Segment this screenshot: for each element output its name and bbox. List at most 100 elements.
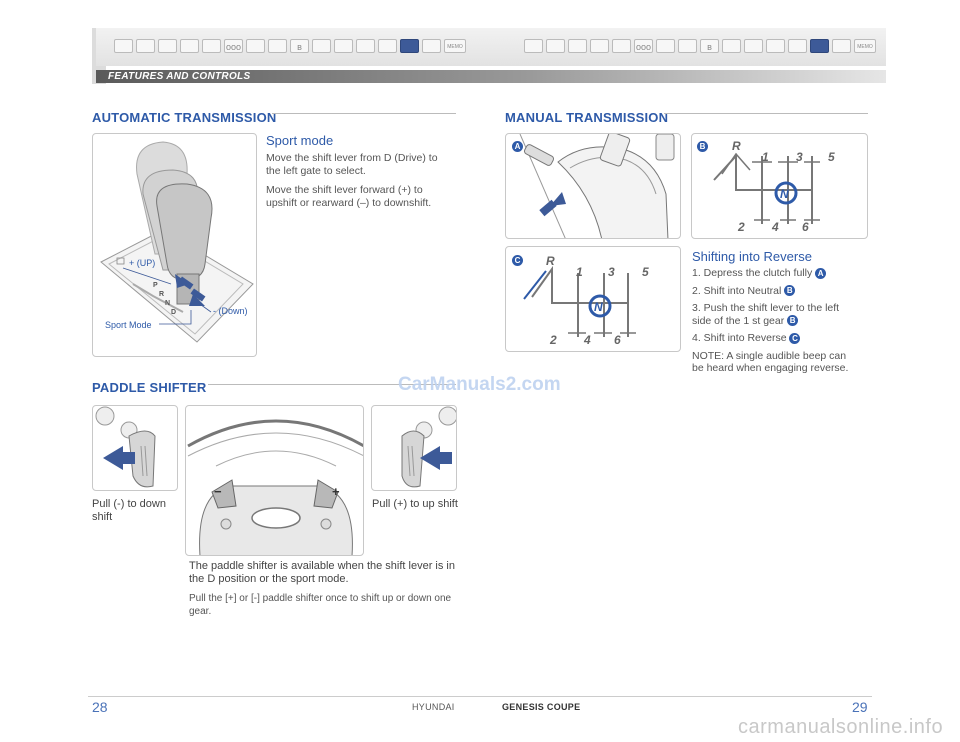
bluetooth-icon[interactable]: ʙ bbox=[700, 39, 719, 53]
clock-icon[interactable] bbox=[832, 39, 851, 53]
tire-icon[interactable] bbox=[656, 39, 675, 53]
gear-label-r: R bbox=[546, 254, 555, 268]
right-paddle-drawing bbox=[401, 406, 456, 488]
right-paddle-caption: Pull (+) to up shift bbox=[372, 498, 458, 510]
auto-trans-title: AUTOMATIC TRANSMISSION bbox=[92, 110, 277, 125]
reverse-step-1: 1. Depress the clutch fully A bbox=[692, 267, 852, 280]
wiper-icon[interactable] bbox=[312, 39, 331, 53]
section-band: FEATURES AND CONTROLS bbox=[96, 70, 886, 83]
shift-lever-drawing bbox=[100, 141, 254, 343]
gate-letter-p: P bbox=[153, 282, 158, 289]
shift-pattern-neutral-drawing: N bbox=[713, 152, 820, 224]
gear-label-3: 3 bbox=[608, 265, 615, 279]
gear-label-4: 4 bbox=[584, 333, 591, 347]
right-paddle-illustration bbox=[371, 405, 457, 491]
gate-letter-r: R bbox=[159, 291, 165, 298]
reverse-heading: Shifting into Reverse bbox=[692, 249, 812, 264]
plus-paddle-label: + bbox=[332, 484, 340, 499]
mirror-icon[interactable] bbox=[202, 39, 221, 53]
memo-icon[interactable]: MEMO bbox=[854, 39, 876, 53]
key-icon[interactable] bbox=[180, 39, 199, 53]
seat-icon[interactable] bbox=[546, 39, 565, 53]
left-paddle-illustration bbox=[92, 405, 178, 491]
vent-icon[interactable] bbox=[356, 39, 375, 53]
right-icon-nav: ooo ʙ MEMO bbox=[524, 39, 876, 53]
gear-label-r: R bbox=[732, 139, 741, 153]
vent-icon[interactable] bbox=[766, 39, 785, 53]
lamp-icon[interactable] bbox=[788, 39, 807, 53]
car-icon[interactable] bbox=[158, 39, 177, 53]
gauge-icon[interactable] bbox=[524, 39, 543, 53]
gear-label-4: 4 bbox=[772, 220, 779, 234]
reverse-step-4: 4. Shift into Reverse C bbox=[692, 332, 852, 345]
steering-wheel-drawing bbox=[187, 419, 363, 555]
page-number-left: 28 bbox=[92, 699, 108, 715]
car-icon[interactable] bbox=[568, 39, 587, 53]
minus-paddle-label: − bbox=[214, 484, 222, 499]
step-badge: B bbox=[784, 285, 796, 297]
wiper-icon[interactable] bbox=[722, 39, 741, 53]
tire-icon[interactable] bbox=[246, 39, 265, 53]
sport-mode-para-1: Move the shift lever from D (Drive) to t… bbox=[266, 152, 438, 177]
footer-brand: HYUNDAI bbox=[412, 702, 455, 712]
step-badge: C bbox=[789, 332, 801, 344]
manual-shift-icon[interactable] bbox=[810, 39, 829, 53]
display-icon[interactable] bbox=[612, 39, 631, 53]
gear-label-6: 6 bbox=[802, 220, 809, 234]
title-rule bbox=[208, 384, 456, 385]
gear-label-1: 1 bbox=[762, 150, 769, 164]
paddle-shifter-title: PADDLE SHIFTER bbox=[92, 380, 207, 395]
clutch-pedal-illustration: A bbox=[505, 133, 681, 239]
manual-trans-title: MANUAL TRANSMISSION bbox=[505, 110, 669, 125]
audio-icon[interactable]: ooo bbox=[224, 39, 243, 53]
left-icon-nav: ooo ʙ MEMO bbox=[114, 39, 466, 53]
gate-letter-d: D bbox=[171, 309, 177, 316]
fuel-icon[interactable] bbox=[744, 39, 763, 53]
seat-icon[interactable] bbox=[136, 39, 155, 53]
shift-pattern-reverse-drawing: N bbox=[523, 265, 636, 337]
sport-mode-para-2: Move the shift lever forward (+) to upsh… bbox=[266, 184, 432, 209]
step-badge: A bbox=[815, 267, 827, 279]
shift-lever-illustration: + (UP) - (Down) Sport Mode P R N D bbox=[92, 133, 257, 357]
clock-icon[interactable] bbox=[422, 39, 441, 53]
left-paddle-drawing bbox=[95, 406, 156, 488]
shift-pattern-reverse: N R 1 3 5 2 4 6 C bbox=[505, 246, 681, 352]
step-badge: B bbox=[787, 315, 799, 327]
header-bar: ooo ʙ MEMO ooo ʙ MEMO bbox=[96, 28, 886, 66]
sport-mode-text: Move the shift lever from D (Drive) to t… bbox=[266, 152, 452, 216]
memo-icon[interactable]: MEMO bbox=[444, 39, 466, 53]
page-number-right: 29 bbox=[852, 699, 868, 715]
bluetooth-icon[interactable]: ʙ bbox=[290, 39, 309, 53]
reverse-note: NOTE: A single audible beep can be heard… bbox=[692, 349, 849, 375]
section-title: FEATURES AND CONTROLS bbox=[108, 71, 251, 82]
title-rule bbox=[272, 113, 456, 114]
steering-wheel-illustration: − + bbox=[185, 405, 364, 556]
downshift-label: - (Down) bbox=[213, 306, 248, 316]
wheel-icon[interactable] bbox=[268, 39, 287, 53]
gate-letter-n: N bbox=[165, 300, 171, 307]
audio-icon[interactable]: ooo bbox=[634, 39, 653, 53]
shift-icon[interactable] bbox=[400, 39, 419, 53]
badge-c: C bbox=[512, 255, 523, 266]
gear-label-6: 6 bbox=[614, 333, 621, 347]
lamp-icon[interactable] bbox=[378, 39, 397, 53]
gauge-icon[interactable] bbox=[114, 39, 133, 53]
badge-a: A bbox=[512, 141, 523, 152]
watermark-logo: CarManuals2.com bbox=[398, 374, 561, 395]
svg-text:N: N bbox=[780, 187, 789, 201]
gear-label-5: 5 bbox=[828, 150, 835, 164]
upshift-label: + (UP) bbox=[129, 258, 156, 268]
reverse-step-3: 3. Push the shift lever to the left side… bbox=[692, 302, 840, 327]
reverse-steps: 1. Depress the clutch fully A 2. Shift i… bbox=[692, 267, 852, 380]
fuel-icon[interactable] bbox=[334, 39, 353, 53]
key-icon[interactable] bbox=[590, 39, 609, 53]
shift-pattern-neutral: N R 1 3 5 2 4 6 B bbox=[691, 133, 868, 239]
gear-label-5: 5 bbox=[642, 265, 649, 279]
reverse-step-2: 2. Shift into Neutral B bbox=[692, 285, 852, 298]
gear-label-3: 3 bbox=[796, 150, 803, 164]
paddle-description: The paddle shifter is available when the… bbox=[189, 560, 455, 585]
wheel-icon[interactable] bbox=[678, 39, 697, 53]
badge-b: B bbox=[697, 141, 708, 152]
sport-mode-label: Sport Mode bbox=[105, 320, 152, 330]
svg-text:N: N bbox=[594, 300, 603, 314]
